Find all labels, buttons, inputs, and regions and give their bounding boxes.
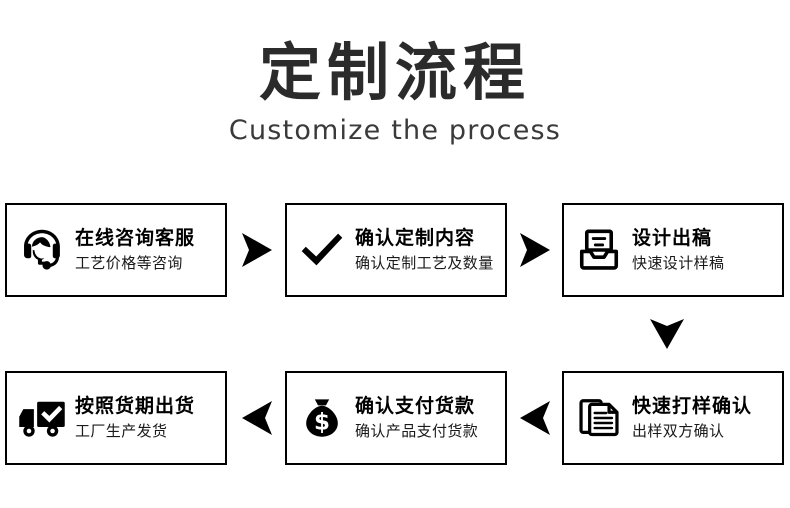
step-title: 确认支付货款: [355, 394, 476, 417]
step-text-block: 确认支付货款 确认产品支付货款: [355, 395, 478, 442]
step-title: 确认定制内容: [355, 226, 476, 249]
flow-step-online-consultation: 在线咨询客服 工艺价格等咨询: [5, 203, 227, 297]
flow-step-shipment: 按照货期出货 工厂生产发货: [5, 371, 227, 465]
flow-step-confirm-content: 确认定制内容 确认定制工艺及数量: [285, 203, 507, 297]
step-subtitle: 工艺价格等咨询: [75, 254, 183, 273]
flow-step-confirm-payment: $ 确认支付货款 确认产品支付货款: [285, 371, 507, 465]
step-text-block: 设计出稿 快速设计样稿: [632, 227, 724, 274]
step-text-block: 快速打样确认 出样双方确认: [632, 395, 752, 442]
step-title: 快速打样确认: [632, 394, 753, 417]
page-title: 定制流程: [258, 36, 531, 109]
documents-icon: [572, 391, 626, 445]
step-subtitle: 确认定制工艺及数量: [355, 254, 494, 273]
svg-text:$: $: [314, 410, 330, 436]
arrow-left-icon-1: [516, 398, 554, 438]
inbox-tray-icon: [572, 223, 626, 277]
page-header: 定制流程 Customize the process: [0, 36, 790, 146]
step-title: 在线咨询客服: [75, 226, 196, 249]
flow-step-design-draft: 设计出稿 快速设计样稿: [562, 203, 784, 297]
step-title: 设计出稿: [632, 226, 713, 249]
arrow-down-icon: [647, 315, 687, 353]
money-bag-icon: $: [295, 391, 349, 445]
step-title: 按照货期出货: [75, 394, 196, 417]
step-subtitle: 快速设计样稿: [632, 254, 725, 273]
delivery-truck-check-icon: [15, 391, 69, 445]
step-subtitle: 工厂生产发货: [75, 422, 168, 441]
flow-step-sample-confirmation: 快速打样确认 出样双方确认: [562, 371, 784, 465]
arrow-right-icon-1: [238, 230, 276, 270]
step-text-block: 确认定制内容 确认定制工艺及数量: [355, 227, 494, 274]
step-text-block: 在线咨询客服 工艺价格等咨询: [75, 227, 195, 274]
checkmark-icon: [295, 223, 349, 277]
arrow-right-icon-2: [516, 230, 554, 270]
step-subtitle: 确认产品支付货款: [355, 422, 479, 441]
step-text-block: 按照货期出货 工厂生产发货: [75, 395, 195, 442]
arrow-left-icon-2: [238, 398, 276, 438]
page-subtitle: Customize the process: [228, 114, 562, 146]
headset-support-icon: [15, 223, 69, 277]
step-subtitle: 出样双方确认: [632, 422, 725, 441]
